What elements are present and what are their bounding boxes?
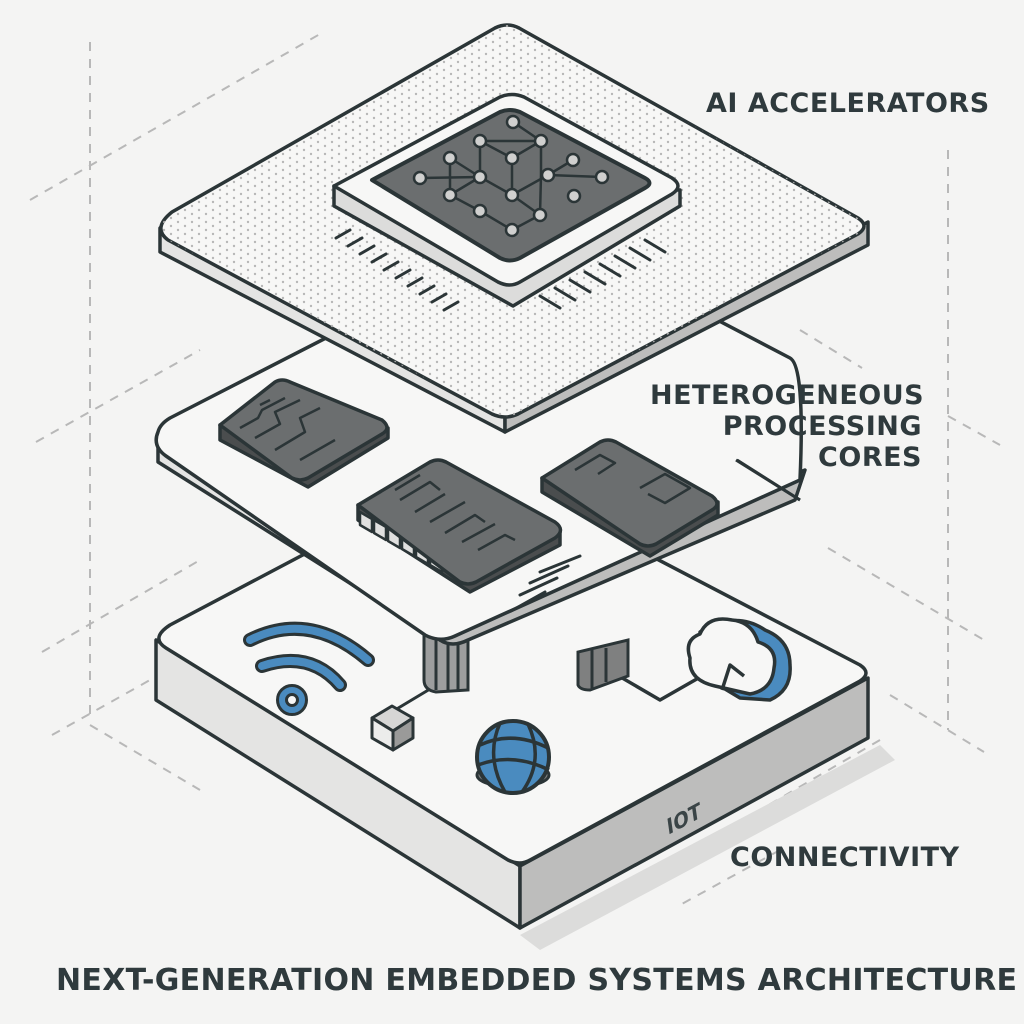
guide-lines (29, 33, 1001, 906)
cloud-upload-icon (611, 617, 792, 702)
neural-network-chip (332, 92, 682, 312)
vent-lines (509, 554, 582, 613)
layer-label-line-2: PROCESSING CORES (722, 411, 922, 474)
wifi-icon (243, 621, 375, 716)
cores-leader-line (735, 458, 801, 502)
layer-label-ai-accelerators: AI ACCELERATORS (706, 88, 990, 119)
processor-core-1 (218, 378, 390, 489)
diagram-title: NEXT-GENERATION EMBEDDED SYSTEMS ARCHITE… (56, 963, 1018, 998)
processor-core-2 (356, 458, 563, 594)
globe-icon (475, 719, 551, 795)
board-connectors (422, 630, 630, 694)
ai-accelerators-board (158, 23, 870, 434)
layer-label-connectivity: CONNECTIVITY (730, 842, 960, 873)
layer-label-line-1: HETEROGENEOUS (650, 380, 925, 411)
layer-label-processing-cores: HETEROGENEOUS PROCESSING CORES (650, 380, 925, 474)
processing-cores-board (154, 288, 807, 646)
processor-core-3 (540, 438, 720, 558)
